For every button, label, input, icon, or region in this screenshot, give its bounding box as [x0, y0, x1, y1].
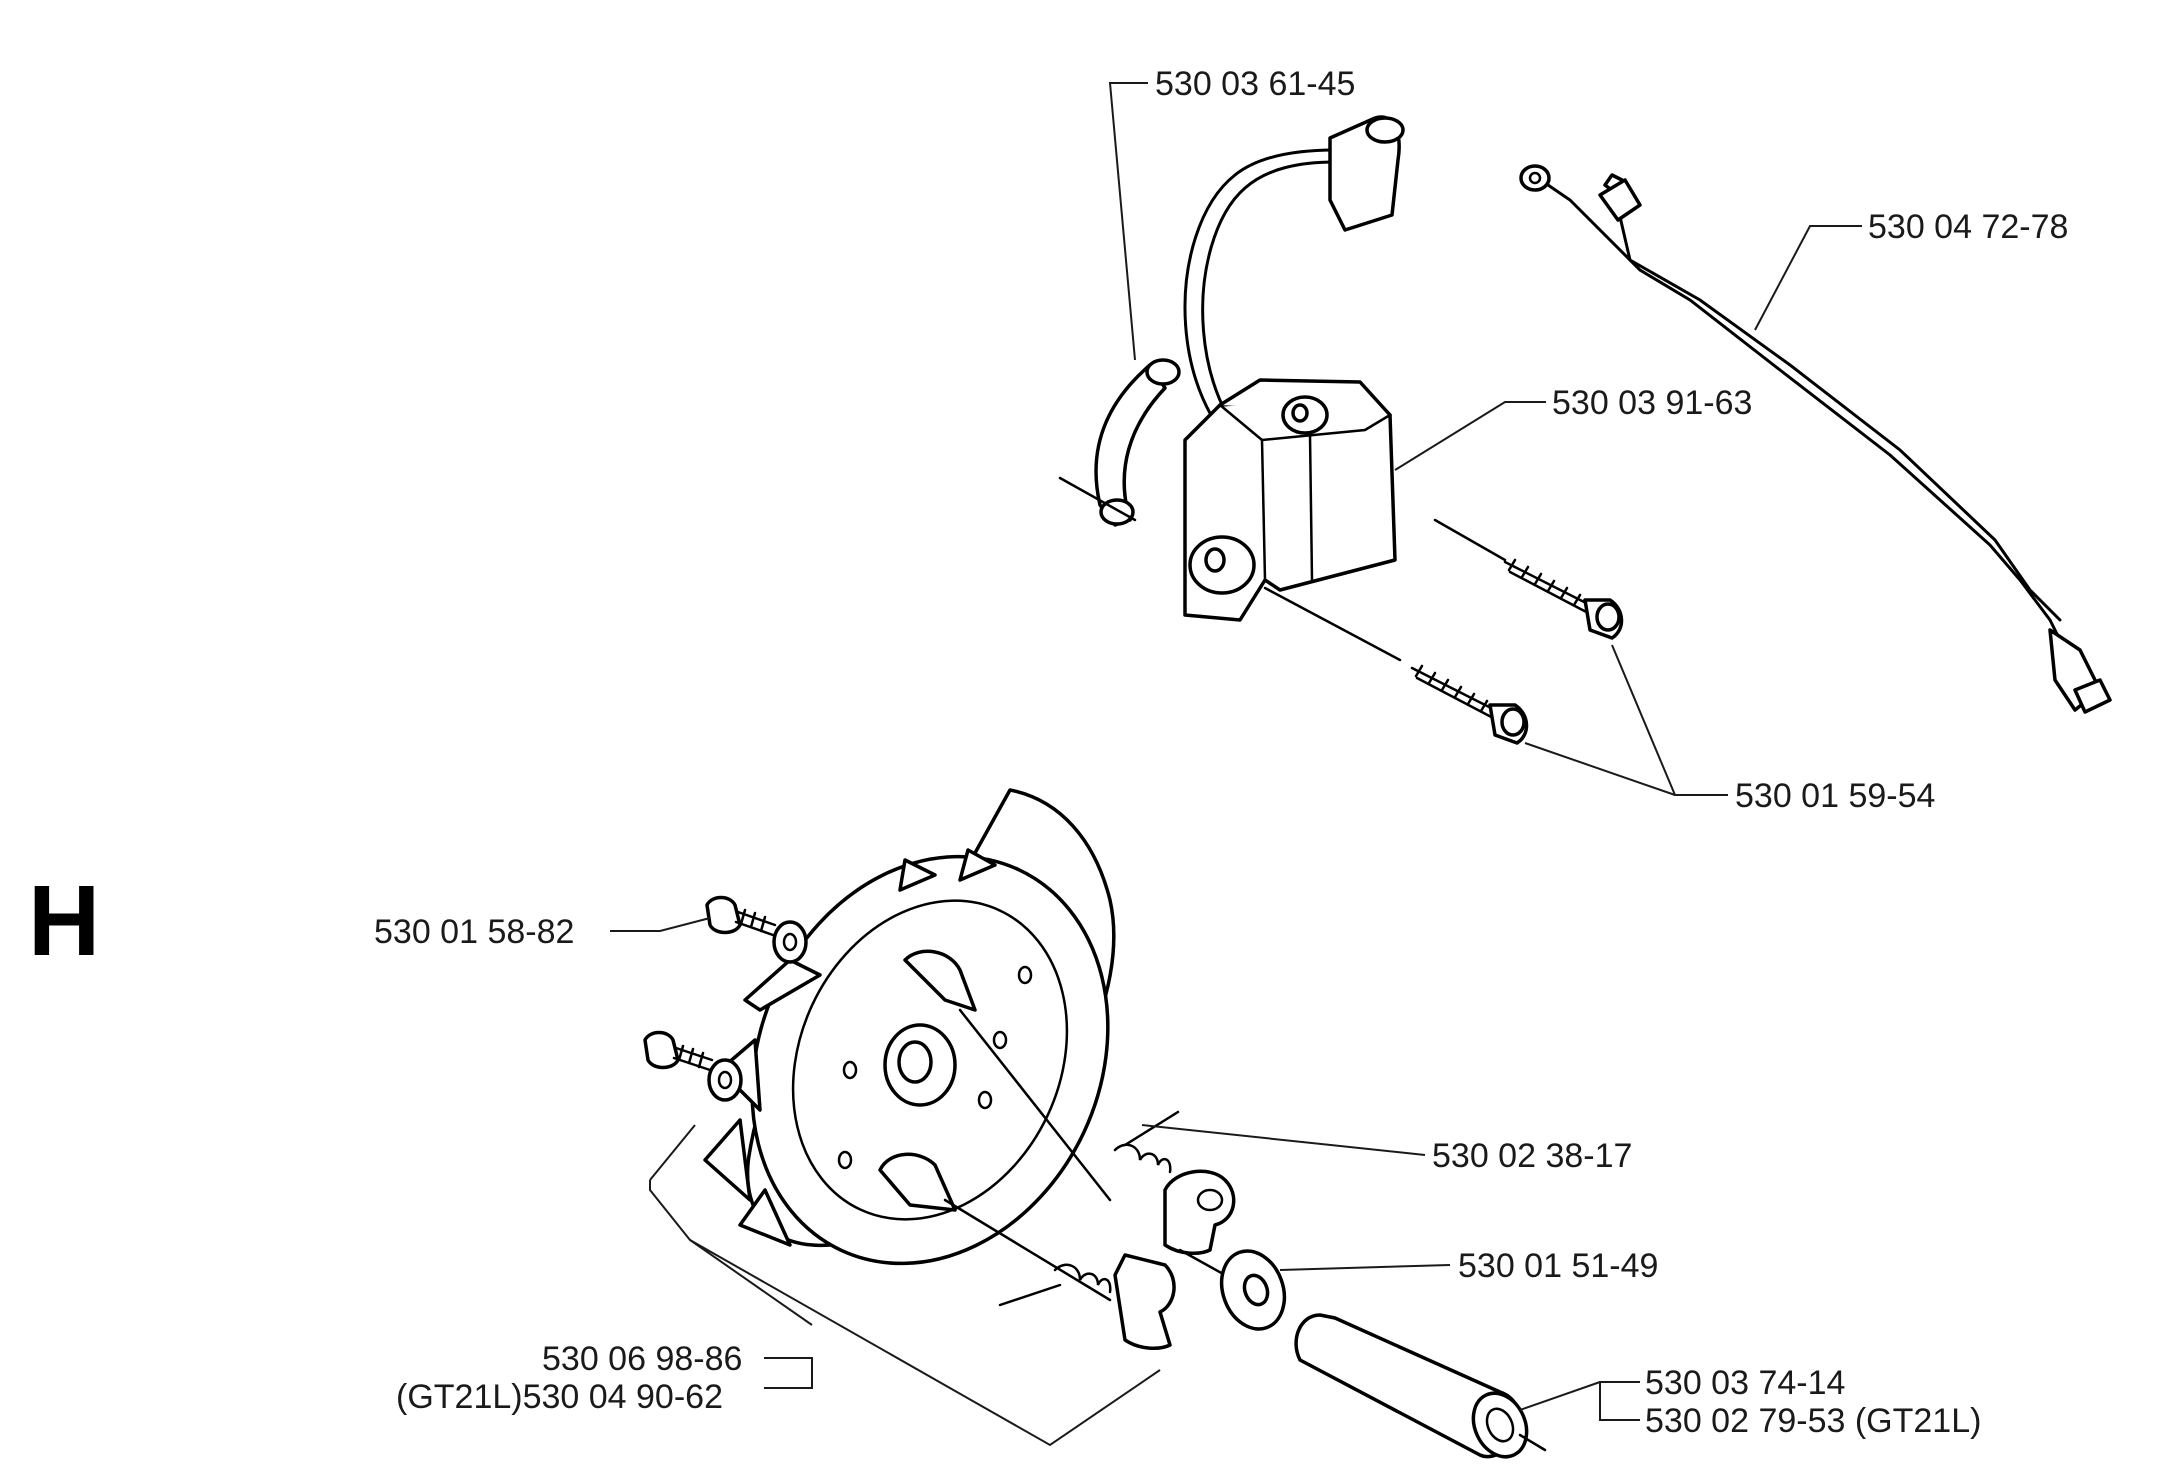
label-pawl-spring: 530 02 38-17	[1432, 1137, 1632, 1175]
sleeve	[1294, 1313, 1547, 1459]
label-flywheel-gt21l: (GT21L)530 04 90-62	[396, 1378, 723, 1416]
section-letter: H	[28, 865, 100, 977]
pawl-lower	[943, 1198, 1176, 1351]
label-ignition-clip: 530 03 61-45	[1155, 65, 1355, 103]
washer	[1178, 1248, 1287, 1331]
ignition-coil	[1183, 115, 1405, 622]
label-sleeve-gt21l: 530 02 79-53 (GT21L)	[1645, 1402, 1981, 1440]
label-flywheel-screw: 530 01 58-82	[374, 913, 574, 951]
label-ignition-coil: 530 03 91-63	[1552, 384, 1752, 422]
coil-screw-lower	[1263, 586, 1529, 745]
leader-lines	[610, 82, 1862, 1447]
label-sleeve: 530 03 74-14	[1645, 1364, 1845, 1402]
label-coil-screws: 530 01 59-54	[1735, 777, 1935, 815]
ignition-clip	[1058, 358, 1181, 527]
flywheel-screw-upper	[705, 895, 808, 964]
flywheel-screw-lower	[643, 1030, 743, 1102]
wire-harness	[1519, 164, 2112, 714]
pawl-upper	[958, 1008, 1236, 1256]
label-washer: 530 01 51-49	[1458, 1247, 1658, 1285]
coil-screw-upper	[1433, 518, 1624, 640]
label-flywheel: 530 06 98-86	[542, 1340, 742, 1378]
label-wire-harness: 530 04 72-78	[1868, 208, 2068, 246]
flywheel	[703, 788, 1116, 1266]
